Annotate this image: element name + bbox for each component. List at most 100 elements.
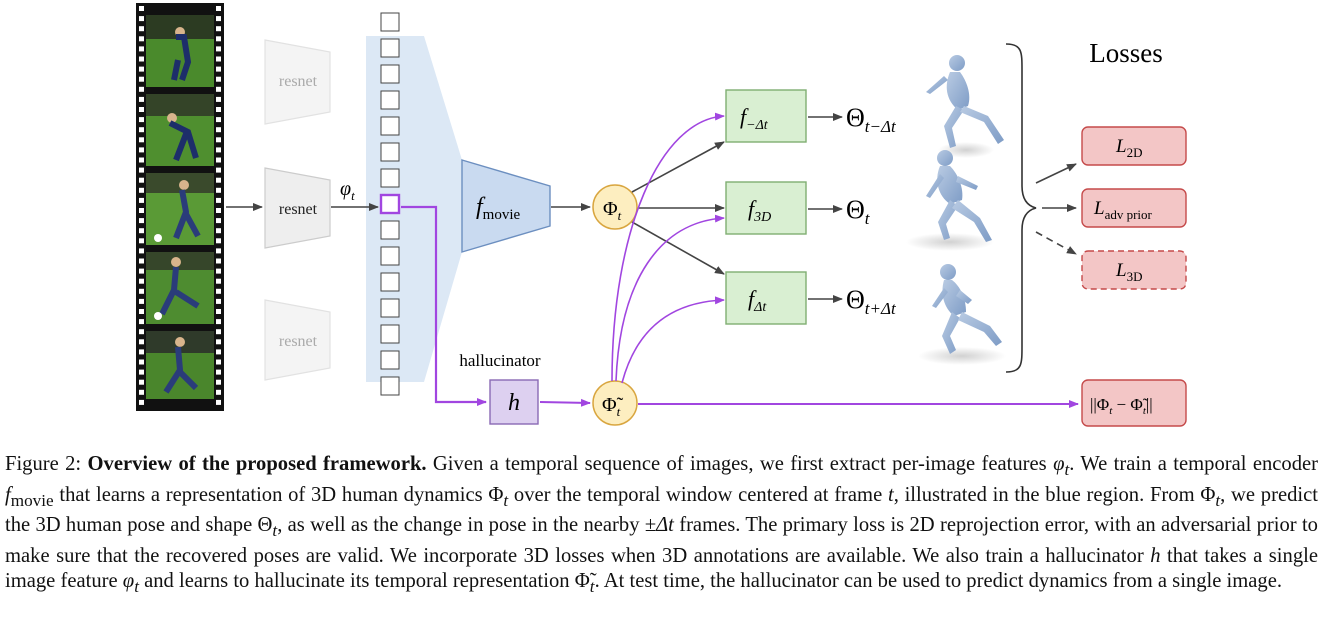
svg-text:Φt: Φt: [603, 198, 622, 223]
film-frame-2: [146, 94, 214, 166]
svg-text:f−Δt: f−Δt: [740, 104, 769, 133]
figure-caption: Figure 2: Overview of the proposed frame…: [5, 452, 1318, 599]
arrow-Phi-to-f-plus: [631, 221, 725, 275]
sprocket-hole: [216, 137, 221, 143]
film-frame-3: [146, 173, 214, 245]
film-frame-5: [146, 331, 214, 399]
sprocket-hole: [216, 298, 221, 304]
Phi-t-node: Φt: [592, 184, 638, 230]
arrow-h-to-Phi-tilde: [539, 398, 591, 407]
sprocket-hole: [216, 258, 221, 264]
caption-text-9: that takes a single image feature: [5, 545, 1318, 592]
caption-text-5: , illustrated in the blue region. From: [893, 483, 1195, 506]
sprocket-hole: [139, 86, 144, 92]
feature-cell: [380, 142, 400, 162]
arrow-Phi-tilde-to-f-minus: [611, 112, 725, 382]
feature-cell: [380, 168, 400, 188]
sprocket-hole: [139, 127, 144, 133]
sprocket-hole: [139, 177, 144, 183]
caption-text-3: that learns a representation of 3D human…: [59, 483, 483, 506]
caption-text-6: , we predict the 3D human pose and shape: [5, 483, 1318, 537]
caption-Phi: Φ: [1200, 483, 1216, 506]
sprocket-hole: [139, 167, 144, 173]
hallucinator-h: h: [489, 379, 539, 425]
caption-f: f: [5, 483, 11, 506]
feature-cell: [380, 272, 400, 292]
sprocket-hole: [216, 76, 221, 82]
feature-cell: [380, 38, 400, 58]
sprocket-hole: [216, 177, 221, 183]
caption-t: t: [272, 521, 278, 541]
temporal-encoder-f-movie: fmovie: [461, 159, 551, 253]
sprocket-hole: [216, 187, 221, 193]
feature-cell: [380, 12, 400, 32]
caption-text-7: , as well as the change in pose in the n…: [277, 514, 640, 537]
sprocket-hole: [216, 147, 221, 153]
loss-2d: L2D: [1081, 126, 1187, 166]
arrow-feature-to-hallucinator: [401, 205, 487, 406]
Phi-tilde-node: Φ̃t: [592, 380, 638, 426]
sprocket-hole: [139, 329, 144, 335]
sprocket-hole: [139, 309, 144, 314]
predictor-f-3d: f3D: [725, 181, 807, 235]
resnet-encoder-top: resnet: [264, 39, 331, 125]
losses-title: Losses: [1089, 38, 1163, 68]
caption-text-10: and learns to hallucinate its temporal r…: [144, 569, 570, 592]
sprocket-hole: [216, 268, 221, 274]
predictor-f-minus-dt: f−Δt: [725, 89, 807, 143]
sprocket-hole: [216, 127, 221, 133]
caption-phi: φ: [122, 569, 135, 592]
sprocket-hole: [216, 36, 221, 42]
theta-t: Θt: [846, 195, 871, 228]
caption-text-11: . At test time, the hallucinator can be …: [594, 569, 1282, 592]
theta-t-plus-dt: Θt+Δt: [846, 285, 897, 318]
feature-cell: [380, 246, 400, 266]
caption-t: t: [589, 576, 595, 596]
caption-t: t: [503, 490, 509, 510]
sprocket-hole: [139, 157, 144, 163]
caption-text-4: over the temporal window centered at fra…: [513, 483, 883, 506]
svg-text:h: h: [508, 390, 520, 416]
figure-number: Figure 2:: [5, 453, 82, 475]
svg-text:fmovie: fmovie: [476, 194, 521, 223]
film-sprockets: [139, 6, 221, 405]
sprocket-hole: [139, 66, 144, 72]
sprocket-hole: [139, 218, 144, 224]
sprocket-hole: [139, 389, 144, 395]
feature-cell: [380, 350, 400, 370]
theta-t-minus-dt: Θt−Δt: [846, 103, 897, 136]
sprocket-hole: [139, 319, 144, 325]
sprocket-hole: [139, 96, 144, 102]
arrow-Phi-to-f-minus: [631, 141, 725, 193]
sprocket-hole: [139, 339, 144, 345]
sprocket-hole: [139, 268, 144, 274]
caption-t: t: [1064, 460, 1070, 480]
caption-Phi-tilde: Φ̃: [574, 569, 590, 592]
sprocket-hole: [216, 167, 221, 173]
arrow-to-loss-2d: [1035, 163, 1077, 184]
sprocket-hole: [216, 238, 221, 244]
sprocket-hole: [216, 359, 221, 365]
caption-Theta: Θ: [257, 514, 273, 537]
sprocket-hole: [139, 258, 144, 264]
sprocket-hole: [139, 359, 144, 365]
sprocket-hole: [139, 238, 144, 244]
body-bracket: [1005, 43, 1037, 373]
feature-cell: [380, 324, 400, 344]
caption-text-2: . We train a temporal encoder: [1069, 453, 1318, 475]
sprocket-hole: [139, 6, 144, 11]
sprocket-hole: [139, 46, 144, 52]
sprocket-hole: [216, 278, 221, 284]
caption-title: Overview of the proposed framework.: [87, 453, 427, 475]
sprocket-hole: [216, 208, 221, 213]
body-mesh-2: [906, 150, 994, 251]
caption-t: t: [1215, 490, 1221, 510]
feature-cell: [380, 298, 400, 318]
feature-column: [379, 12, 401, 396]
feature-cell: [380, 90, 400, 110]
resnet-label-main: resnet: [279, 201, 318, 218]
caption-movie: movie: [10, 490, 54, 510]
sprocket-hole: [139, 16, 144, 22]
sprocket-hole: [139, 117, 144, 123]
caption-Phi: Φ: [488, 483, 504, 506]
